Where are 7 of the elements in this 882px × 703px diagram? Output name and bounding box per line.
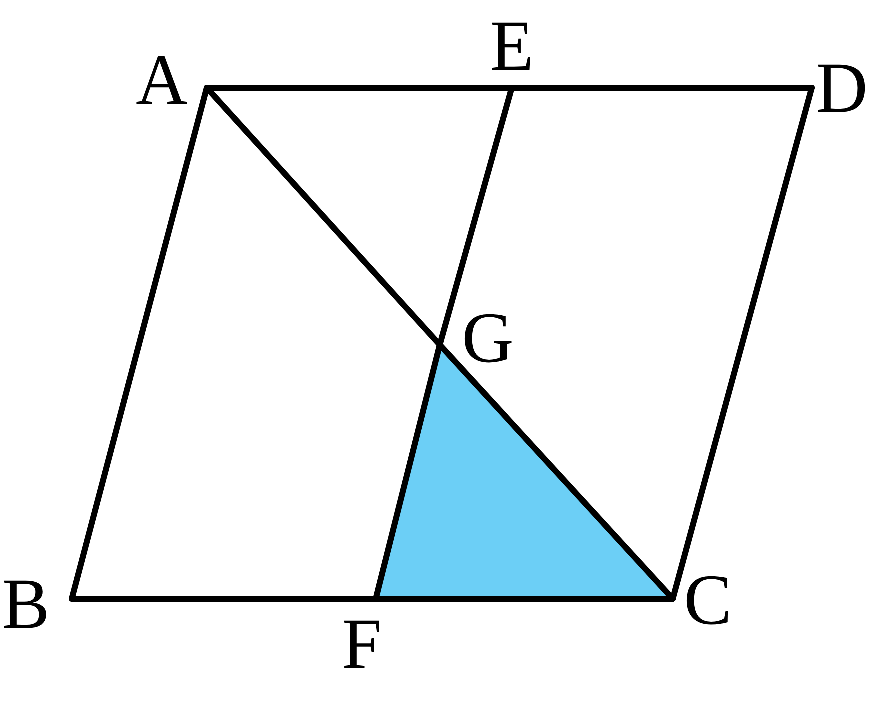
point-label: G xyxy=(462,302,514,374)
point-label: A xyxy=(136,44,188,116)
point-label: B xyxy=(2,568,50,640)
point-label: F xyxy=(342,608,382,680)
point-label: E xyxy=(490,10,534,82)
point-label: D xyxy=(816,52,868,124)
point-label: C xyxy=(684,564,732,636)
